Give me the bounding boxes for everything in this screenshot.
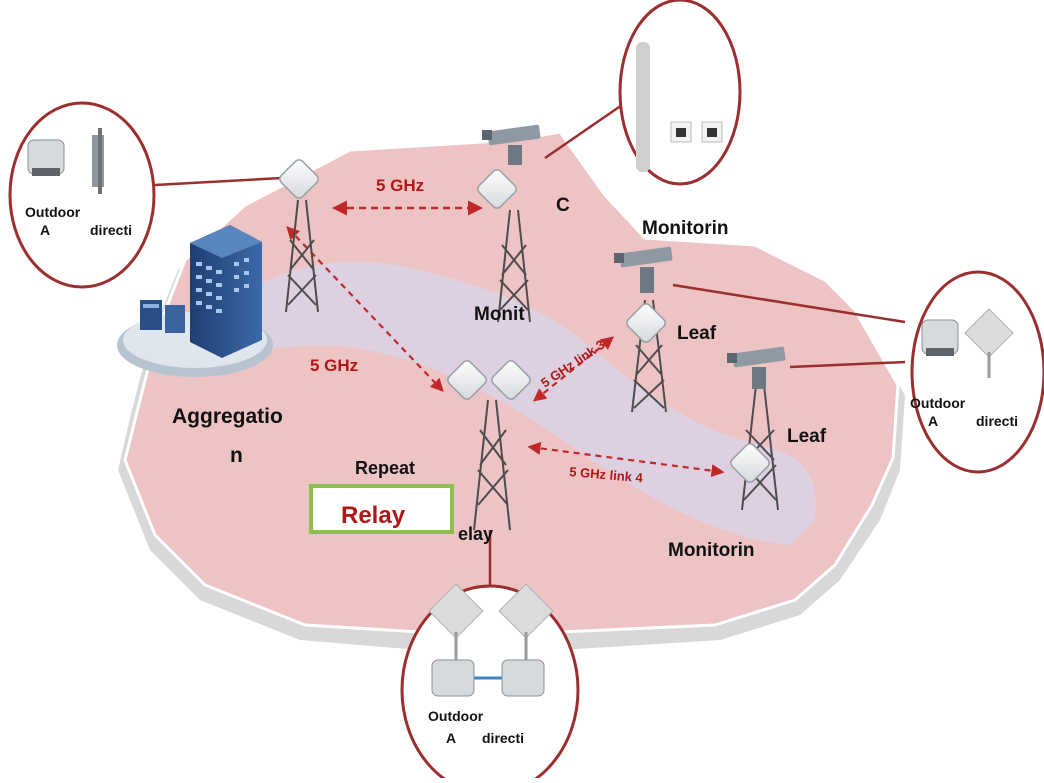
callout-bottom-line1: Outdoor — [428, 708, 484, 724]
link-3 — [532, 336, 615, 402]
link-label-top: 5 GHz — [376, 176, 425, 195]
site-label-relay-tail: elay — [458, 524, 494, 544]
ap-icon — [491, 360, 531, 400]
link-left — [286, 226, 444, 392]
callout-circle-left — [8, 101, 156, 289]
site-label-aggregation: Aggregatio — [172, 405, 283, 428]
ap-icon — [279, 159, 319, 199]
site-label-repeat: Repeat — [355, 458, 416, 478]
callout-right-line1: Outdoor — [910, 395, 966, 411]
site-label-monitoring-bottom: Monitorin — [668, 540, 755, 561]
relay-label: Relay — [341, 502, 406, 529]
tower-center — [473, 399, 511, 531]
callout-line-top — [544, 103, 623, 160]
aggregation-building — [117, 225, 273, 377]
outdoor-ap-icon-bottom — [428, 583, 554, 697]
outdoor-ap-icon-left — [27, 128, 104, 194]
callout-left-line2a: A — [40, 222, 51, 238]
ap-icon — [730, 443, 770, 483]
camera-right-1 — [614, 246, 673, 293]
callout-bottom-line2b: directi — [482, 730, 525, 746]
tower-top-left — [285, 199, 319, 313]
tower-top-center — [497, 209, 531, 323]
site-label-c: C — [556, 195, 570, 216]
callout-left-line1: Outdoor — [25, 204, 81, 220]
callout-right-line2b: directi — [976, 413, 1019, 429]
callout-line-right2 — [789, 360, 906, 369]
site-label-leaf-1: Leaf — [677, 323, 717, 344]
callout-circle-bottom — [400, 584, 580, 783]
callout-bottom-line2a: A — [446, 730, 457, 746]
site-label-leaf-2: Leaf — [787, 426, 827, 447]
relay-box: Relay — [309, 484, 454, 534]
ap-icon — [447, 360, 487, 400]
callout-right-line2a: A — [928, 413, 939, 429]
site-label-monitoring-top: Monitorin — [642, 218, 729, 239]
link-label-left: 5 GHz — [310, 356, 359, 375]
callout-left-line2b: directi — [90, 222, 133, 238]
ethernet-ports-icon — [636, 42, 723, 172]
site-label-aggregation-2: n — [230, 444, 243, 467]
callout-circle-right — [910, 270, 1044, 474]
camera-right-2 — [727, 346, 786, 389]
callout-line-left — [154, 176, 283, 187]
ap-icon — [626, 303, 666, 343]
outdoor-ap-icon-right — [921, 308, 1014, 378]
camera-top — [482, 124, 541, 165]
ap-icon — [477, 169, 517, 209]
callout-line-right — [672, 283, 906, 324]
site-label-monit: Monit — [474, 304, 525, 325]
